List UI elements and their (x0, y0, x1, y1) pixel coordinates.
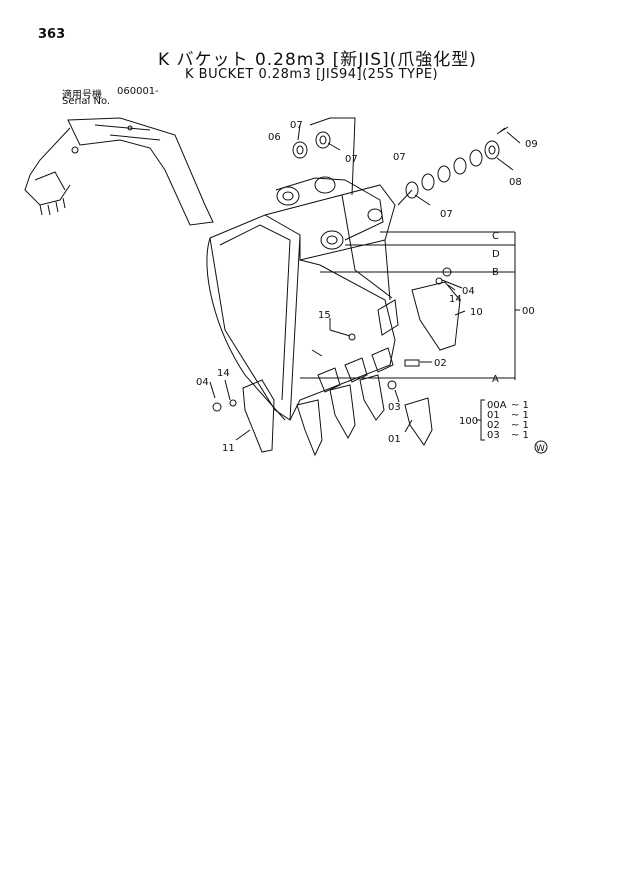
callout-09: 09 (525, 139, 538, 150)
assembly-code: 03 (487, 430, 500, 441)
callout-15: 15 (318, 310, 331, 321)
callout-02: 02 (434, 358, 447, 369)
callout-07: 07 (345, 154, 358, 165)
excavator-arm-illustration (24, 117, 214, 226)
callout-07: 07 (290, 120, 303, 131)
callout-00: 00 (522, 306, 535, 317)
w-mark: W (536, 444, 545, 454)
callout-01: 01 (388, 434, 401, 445)
assembly-qty: ~ 1 (511, 410, 529, 421)
page-number: 363 (38, 27, 66, 42)
assembly-code: 01 (487, 410, 500, 421)
callout-C: C (492, 231, 499, 242)
washer-stack (405, 140, 500, 199)
callout-07: 07 (440, 209, 453, 220)
callout-04: 04 (462, 286, 475, 297)
page-title-japanese: K バケット 0.28m3 [新JIS](爪強化型) (158, 50, 477, 70)
page-title-english: K BUCKET 0.28m3 [JIS94](25S TYPE) (185, 67, 439, 82)
w-mark-circle (534, 440, 548, 454)
callout-14: 14 (217, 368, 230, 379)
assembly-qty: ~ 1 (511, 430, 529, 441)
assembly-code: 00A (487, 400, 507, 411)
callout-10: 10 (470, 307, 483, 318)
callout-07: 07 (393, 152, 406, 163)
bucket-teeth (296, 347, 433, 457)
callout-03: 03 (388, 402, 401, 413)
assembly-qty: ~ 1 (511, 420, 529, 431)
assembly-qty: ~ 1 (511, 400, 529, 411)
callout-06: 06 (268, 132, 281, 143)
callout-04: 04 (196, 377, 209, 388)
serial-label-english: Serial No. (62, 96, 111, 107)
callout-11: 11 (222, 443, 235, 454)
pin-bosses (275, 176, 384, 250)
assembly-qty-label: 100 (459, 416, 478, 427)
callout-08: 08 (509, 177, 522, 188)
serial-number-value: 060001- (117, 86, 159, 97)
callout-14: 14 (449, 294, 462, 305)
serial-label-japanese: 適用号機 (62, 90, 102, 101)
bucket-body (206, 184, 396, 421)
assembly-code: 02 (487, 420, 500, 431)
callout-A: A (492, 374, 499, 385)
callout-D: D (492, 249, 500, 260)
callout-B: B (492, 267, 499, 278)
